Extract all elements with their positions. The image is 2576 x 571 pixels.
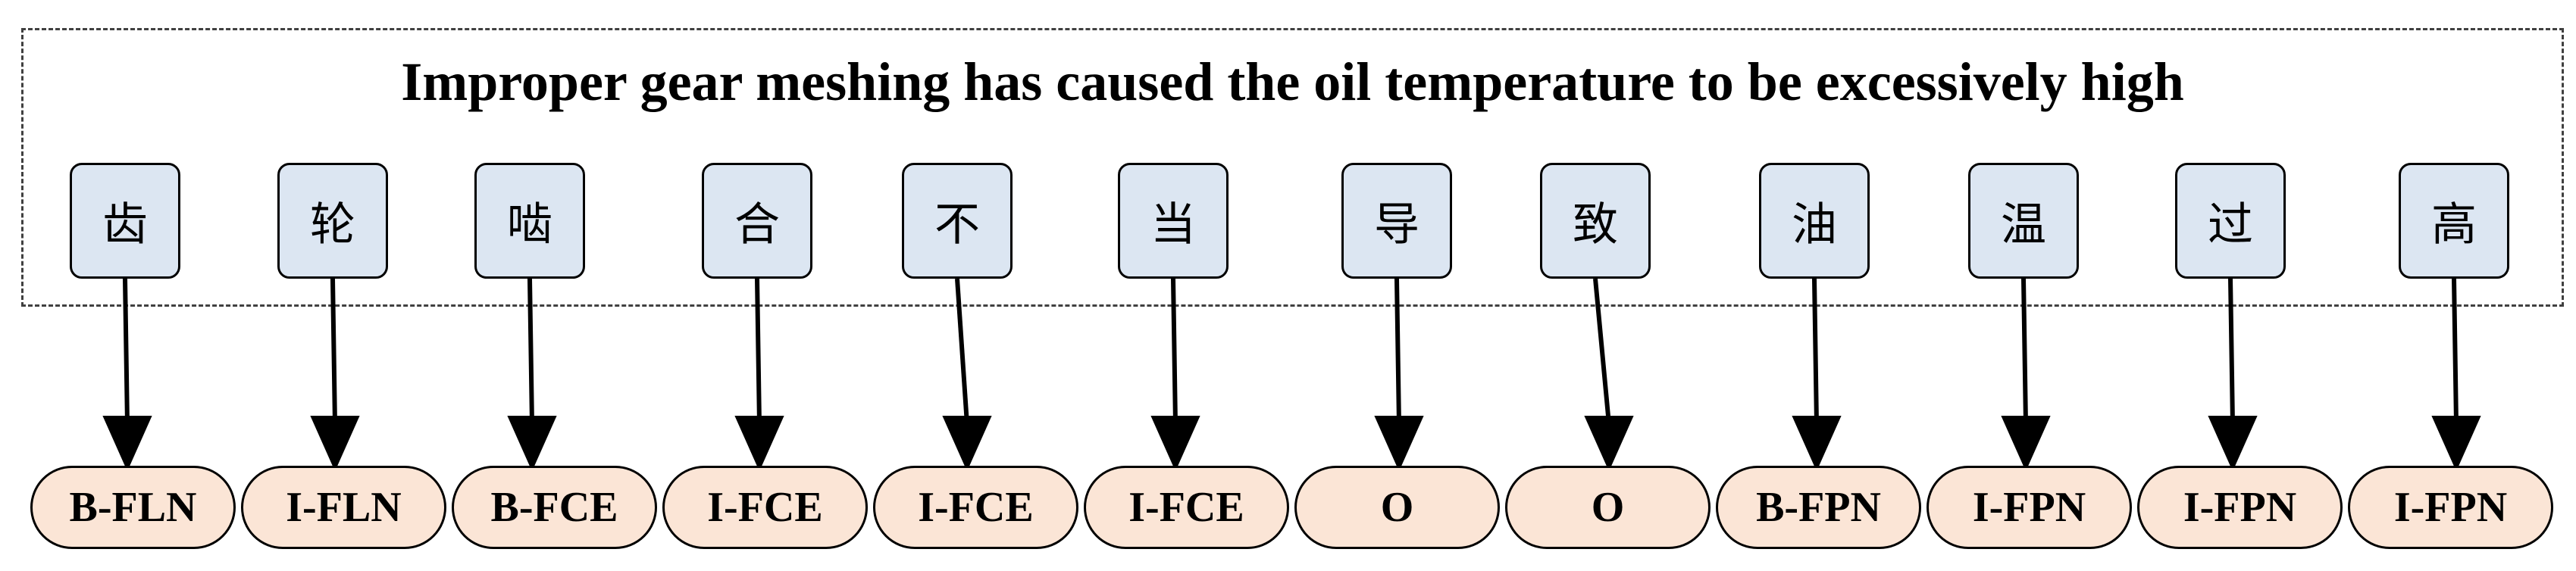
char-box-1: 齿: [70, 163, 180, 279]
tag-box-11: I-FPN: [2137, 466, 2343, 549]
tag-box-12: I-FPN: [2348, 466, 2553, 549]
sentence-title: Improper gear meshing has caused the oil…: [401, 51, 2184, 112]
arrowhead-11: [2208, 416, 2258, 472]
arrow-12: [2452, 278, 2459, 425]
arrowhead-10: [2001, 416, 2051, 472]
arrow-4: [755, 278, 762, 425]
arrowhead-9: [1792, 416, 1842, 472]
tag-box-2: I-FLN: [241, 466, 446, 549]
arrowhead-6: [1150, 416, 1200, 472]
char-box-7: 导: [1341, 163, 1452, 279]
tag-box-8: O: [1505, 466, 1711, 549]
char-box-2: 轮: [277, 163, 388, 279]
arrow-8: [1593, 278, 1611, 425]
tag-box-4: I-FCE: [662, 466, 868, 549]
arrowhead-8: [1584, 416, 1634, 472]
tag-box-7: O: [1294, 466, 1500, 549]
tag-box-6: I-FCE: [1084, 466, 1289, 549]
arrowhead-1: [102, 416, 152, 472]
char-box-6: 当: [1118, 163, 1229, 279]
tag-box-9: B-FPN: [1716, 466, 1921, 549]
arrow-3: [527, 278, 534, 425]
arrowhead-4: [734, 416, 784, 472]
tag-box-3: B-FCE: [452, 466, 657, 549]
char-box-10: 温: [1968, 163, 2079, 279]
arrowhead-3: [507, 416, 557, 472]
arrow-11: [2228, 278, 2235, 425]
arrow-6: [1171, 278, 1178, 425]
arrow-5: [955, 278, 969, 425]
arrow-7: [1394, 278, 1401, 425]
arrow-10: [2021, 278, 2028, 425]
arrowhead-5: [942, 416, 992, 472]
char-box-12: 高: [2399, 163, 2509, 279]
arrow-9: [1812, 278, 1819, 425]
tag-box-5: I-FCE: [873, 466, 1078, 549]
tag-box-1: B-FLN: [30, 466, 236, 549]
char-box-5: 不: [902, 163, 1013, 279]
arrowhead-7: [1374, 416, 1424, 472]
arrow-2: [330, 278, 337, 425]
char-box-8: 致: [1540, 163, 1651, 279]
sentence-frame: [21, 28, 2564, 307]
char-box-4: 合: [702, 163, 812, 279]
arrow-1: [123, 278, 130, 425]
char-box-3: 啮: [474, 163, 585, 279]
char-box-11: 过: [2175, 163, 2286, 279]
arrowhead-2: [310, 416, 360, 472]
tag-box-10: I-FPN: [1927, 466, 2132, 549]
arrowhead-12: [2431, 416, 2481, 472]
char-box-9: 油: [1759, 163, 1870, 279]
